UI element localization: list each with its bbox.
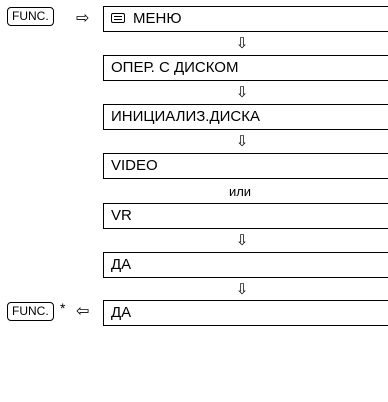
menu-icon (111, 13, 125, 24)
arrow-down-icon: ⇩ (235, 232, 249, 249)
arrow-right-icon: ⇨ (76, 10, 90, 27)
step-yes-final: ДА (103, 300, 388, 326)
step-label: VR (111, 207, 132, 224)
step-label: ДА (111, 256, 132, 273)
arrow-down-icon: ⇩ (235, 35, 249, 52)
step-video: VIDEO (103, 153, 388, 179)
arrow-down-icon: ⇩ (235, 281, 249, 298)
asterisk-mark: * (60, 300, 66, 316)
step-label: МЕНЮ (133, 10, 182, 27)
step-initialize-disc: ИНИЦИАЛИЗ.ДИСКА (103, 104, 388, 130)
step-menu: МЕНЮ (103, 6, 388, 32)
step-label: ДА (111, 304, 132, 321)
step-label: ИНИЦИАЛИЗ.ДИСКА (111, 108, 260, 125)
or-label: или (228, 184, 252, 199)
func-button[interactable]: FUNC. (7, 7, 54, 26)
arrow-down-icon: ⇩ (235, 84, 249, 101)
arrow-down-icon: ⇩ (235, 133, 249, 150)
step-disc-operations: ОПЕР. С ДИСКОМ (103, 55, 388, 81)
step-vr: VR (103, 203, 388, 229)
step-label: VIDEO (111, 157, 158, 174)
step-yes: ДА (103, 252, 388, 278)
func-button-return[interactable]: FUNC. (7, 302, 54, 321)
arrow-left-icon: ⇦ (76, 303, 90, 320)
step-label: ОПЕР. С ДИСКОМ (111, 59, 239, 76)
